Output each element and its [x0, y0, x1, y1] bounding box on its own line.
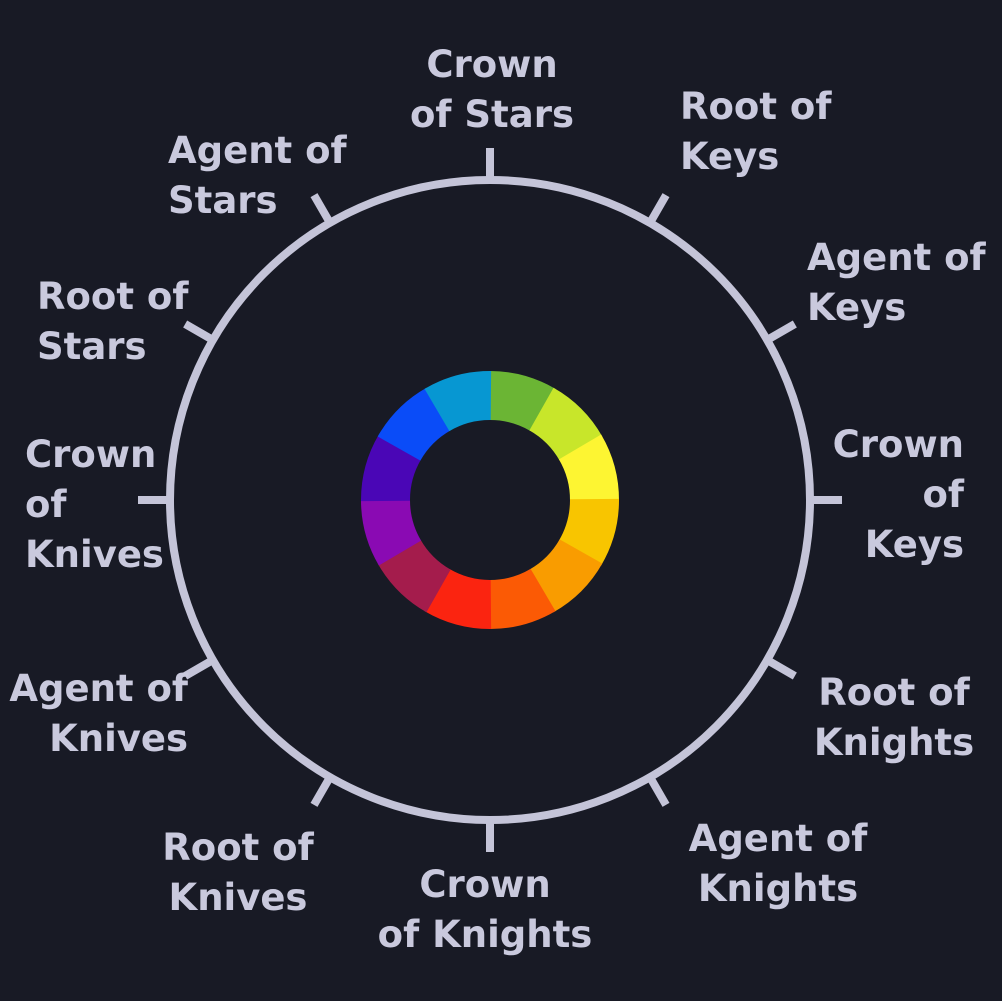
wheel-segment: [377, 387, 451, 461]
tick-mark: [766, 657, 797, 680]
wheel-segment: [361, 498, 422, 566]
wheel-segment: [558, 434, 619, 502]
wheel-segment: [488, 568, 556, 630]
tick-mark: [183, 657, 214, 680]
wheel-segment: [424, 371, 492, 432]
tick-mark: [647, 776, 670, 807]
tick-mark: [647, 193, 670, 224]
tick-marks: [138, 148, 842, 852]
color-wheel: [361, 371, 619, 630]
outer-ring: [166, 176, 814, 824]
wheel-segment: [377, 539, 451, 613]
wheel-segment: [529, 387, 603, 461]
wheel-segment: [529, 539, 603, 613]
tick-mark: [310, 776, 333, 807]
tick-mark: [766, 320, 797, 343]
tick-mark: [183, 320, 214, 343]
tick-mark: [310, 193, 333, 224]
